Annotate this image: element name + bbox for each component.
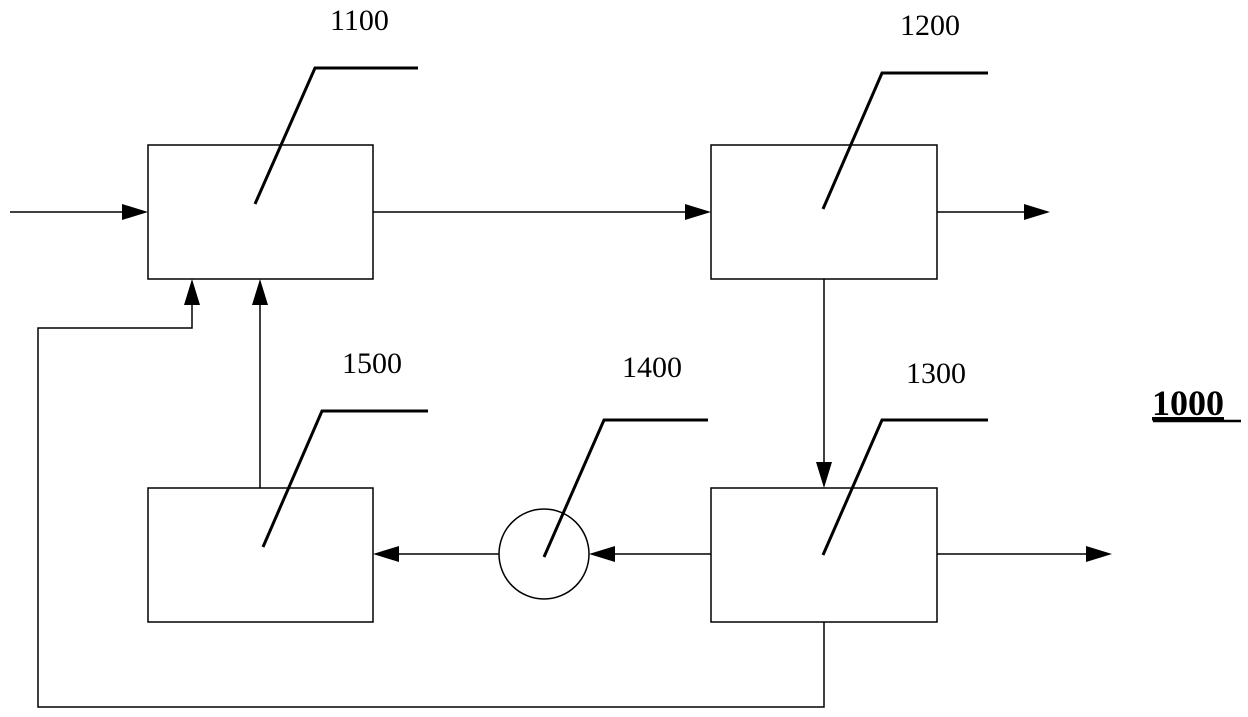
arrowhead-1300-to-1400 xyxy=(589,546,615,562)
label-1200: 1200 xyxy=(900,9,960,42)
figure-number: 1000 xyxy=(1152,383,1224,423)
arrowhead-1500-to-1100 xyxy=(252,279,268,305)
label-1300: 1300 xyxy=(906,357,966,390)
arrowhead-1200-output xyxy=(1024,204,1050,220)
label-1100: 1100 xyxy=(330,4,389,37)
arrowhead-1100-to-1200 xyxy=(685,204,711,220)
label-1500: 1500 xyxy=(342,347,402,380)
leader-line-1100 xyxy=(253,66,418,205)
label-1400: 1400 xyxy=(622,351,682,384)
arrowhead-1300-output xyxy=(1086,546,1112,562)
block-1100 xyxy=(147,144,374,280)
leader-line-1400 xyxy=(542,418,708,558)
leader-line-1200 xyxy=(821,71,988,210)
block-1200 xyxy=(710,144,938,280)
arrowhead-feedback-to-1100 xyxy=(184,279,200,305)
block-1500 xyxy=(147,487,374,623)
arrowhead-1200-to-1300 xyxy=(816,462,832,488)
leader-line-1500 xyxy=(261,409,428,548)
leader-line-1300 xyxy=(821,418,988,556)
arrowhead-input-to-1100 xyxy=(122,204,148,220)
feedback-wire-1300-to-1100 xyxy=(37,299,825,708)
arrowhead-1400-to-1500 xyxy=(373,546,399,562)
